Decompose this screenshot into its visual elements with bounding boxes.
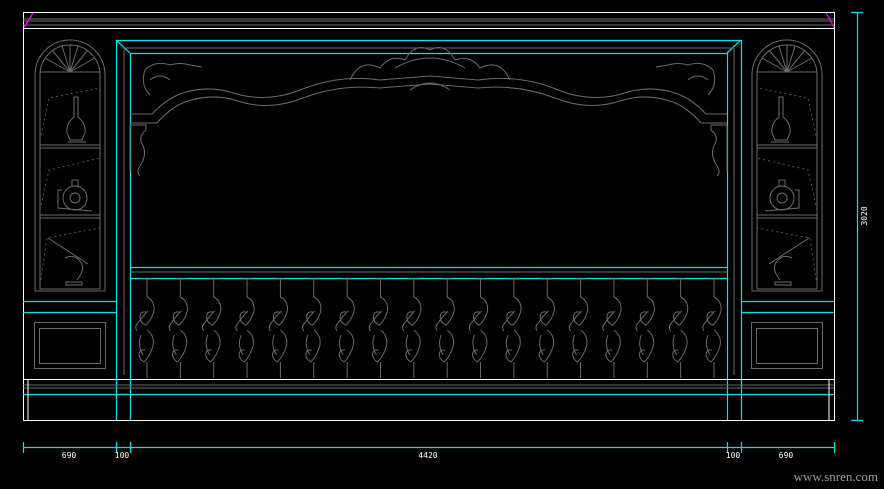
baluster [635,278,655,378]
dimension-label: 100 [726,451,741,460]
dimension-label: 690 [779,451,794,460]
horse-rider-icon [768,237,810,286]
baluster [435,278,455,378]
baluster [568,278,589,378]
lower-panel [751,322,823,369]
corner-ornament-left [142,62,203,96]
baluster [602,278,622,378]
clock-icon [764,179,800,212]
sunburst-icon [757,45,817,73]
top-ornament [349,47,511,91]
horse-rider-icon [47,237,89,286]
vase-icon [771,96,791,143]
central-frame [115,39,743,420]
baluster [468,278,489,378]
bracket-right [710,124,728,177]
corner-marker-icon [23,12,835,28]
vase-icon [66,96,86,143]
dimension-label: 4420 [418,451,437,460]
right-cabinet [741,39,834,369]
baluster [535,278,555,378]
baluster [702,278,722,378]
baluster [502,278,522,378]
baluster [268,278,289,378]
clock-icon [57,179,93,212]
watermark: www.snren.com [793,469,878,484]
baluster [235,278,255,378]
vertical-dimension-label: 3020 [860,206,869,225]
sunburst-icon [40,45,100,73]
outer-frame [23,12,835,421]
baluster [335,278,355,378]
baluster [368,278,389,378]
dimension-label: 100 [115,451,130,460]
valance-curve [130,75,727,115]
bracket-left [129,124,147,177]
baluster [301,278,322,378]
baluster [201,278,222,378]
left-cabinet [23,39,116,369]
dimension-ticks [22,442,836,453]
baluster [168,278,188,378]
baluster [668,278,689,378]
corner-ornament-right [655,62,716,96]
lower-panel [34,322,106,369]
baluster [402,278,422,378]
dimension-label: 690 [62,451,77,460]
balustrade [23,266,834,420]
baluster [135,278,155,378]
